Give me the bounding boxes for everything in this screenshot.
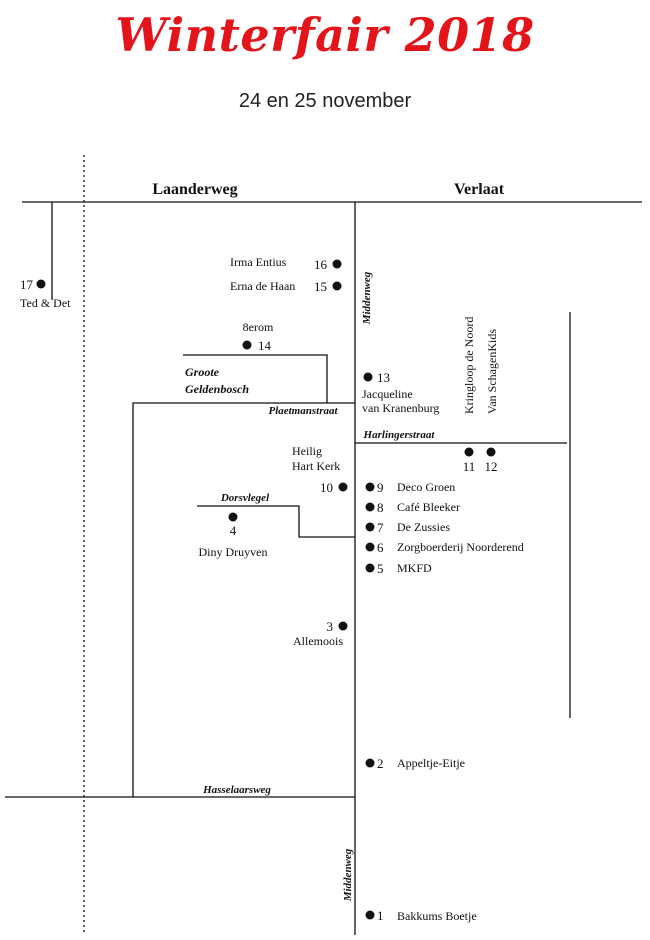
location-12-number: 12 (485, 459, 498, 474)
location-1-name: Bakkums Boetje (397, 909, 477, 923)
location-9-dot[interactable] (365, 482, 375, 492)
location-6-number: 6 (377, 540, 384, 555)
location-15-dot[interactable] (332, 281, 342, 291)
road-label-hasselaarsweg: Hasselaarsweg (202, 784, 271, 796)
location-3-name: Allemoois (293, 634, 343, 648)
location-14-name: 8erom (243, 320, 274, 334)
location-12-dot[interactable] (486, 447, 496, 457)
area-label-geldenbosch: Geldenbosch (185, 382, 249, 396)
location-6-dot[interactable] (365, 542, 375, 552)
event-title: Winterfair 2018 (115, 8, 535, 62)
road-plaetmanstraat (132, 402, 355, 797)
location-17-number: 17 (20, 277, 34, 292)
location-9-number: 9 (377, 480, 384, 495)
road-groote-geldenbosch (183, 354, 328, 403)
road-label-harlingerstraat: Harlingerstraat (363, 429, 436, 441)
road-lines (5, 155, 642, 935)
location-11-dot[interactable] (464, 447, 474, 457)
location-8-dot[interactable] (365, 502, 375, 512)
location-16-name: Irma Entius (230, 255, 287, 269)
location-4-name: Diny Druyven (199, 545, 268, 559)
location-14-dot[interactable] (242, 340, 252, 350)
location-10-name-line1: Heilig (292, 444, 322, 458)
location-17-name: Ted & Det (20, 296, 71, 310)
location-4-dot[interactable] (228, 512, 238, 522)
location-5-name: MKFD (397, 561, 432, 575)
location-names: Bakkums Boetje Appeltje-Eitje Allemoois … (20, 255, 524, 923)
location-2-number: 2 (377, 756, 384, 771)
location-8-number: 8 (377, 500, 384, 515)
road-label-verlaat: Verlaat (454, 181, 505, 198)
location-3-number: 3 (327, 619, 334, 634)
location-numbers: 1 2 3 4 5 6 7 8 9 10 11 12 13 14 15 16 1… (20, 257, 498, 923)
location-14-number: 14 (258, 338, 272, 353)
location-7-number: 7 (377, 520, 384, 535)
location-4-number: 4 (230, 523, 237, 538)
event-dates: 24 en 25 november (238, 90, 412, 112)
location-16-number: 16 (314, 257, 328, 272)
location-11-name: Kringloop de Noord (462, 317, 476, 414)
location-10-name-line2: Hart Kerk (292, 459, 340, 473)
location-15-name: Erna de Haan (230, 279, 295, 293)
location-12-name: Van SchagenKids (485, 329, 499, 414)
location-3-dot[interactable] (338, 621, 348, 631)
area-label-groote: Groote (185, 365, 220, 379)
location-10-number: 10 (320, 480, 333, 495)
road-label-plaetmanstraat: Plaetmanstraat (268, 405, 338, 417)
location-6-name: Zorgboerderij Noorderend (397, 540, 524, 554)
location-dots (36, 259, 496, 920)
location-2-name: Appeltje-Eitje (397, 756, 465, 770)
road-label-middenweg-top: Middenweg (361, 271, 373, 325)
location-13-name-line1: Jacqueline (362, 387, 413, 401)
location-1-dot[interactable] (365, 910, 375, 920)
location-15-number: 15 (314, 279, 327, 294)
location-5-number: 5 (377, 561, 384, 576)
location-5-dot[interactable] (365, 563, 375, 573)
road-label-dorsvlegel: Dorsvlegel (220, 492, 270, 504)
location-2-dot[interactable] (365, 758, 375, 768)
location-13-number: 13 (377, 370, 390, 385)
location-1-number: 1 (377, 908, 384, 923)
location-13-name-line2: van Kranenburg (362, 401, 439, 415)
location-16-dot[interactable] (332, 259, 342, 269)
road-label-laanderweg: Laanderweg (152, 181, 237, 198)
road-dorsvlegel (197, 505, 355, 538)
location-13-dot[interactable] (363, 372, 373, 382)
location-7-dot[interactable] (365, 522, 375, 532)
road-label-middenweg-bottom: Middenweg (342, 848, 354, 902)
location-8-name: Café Bleeker (397, 500, 460, 514)
location-7-name: De Zussies (397, 520, 450, 534)
location-17-dot[interactable] (36, 279, 46, 289)
location-11-number: 11 (463, 459, 476, 474)
location-9-name: Deco Groen (397, 480, 455, 494)
location-10-dot[interactable] (338, 482, 348, 492)
